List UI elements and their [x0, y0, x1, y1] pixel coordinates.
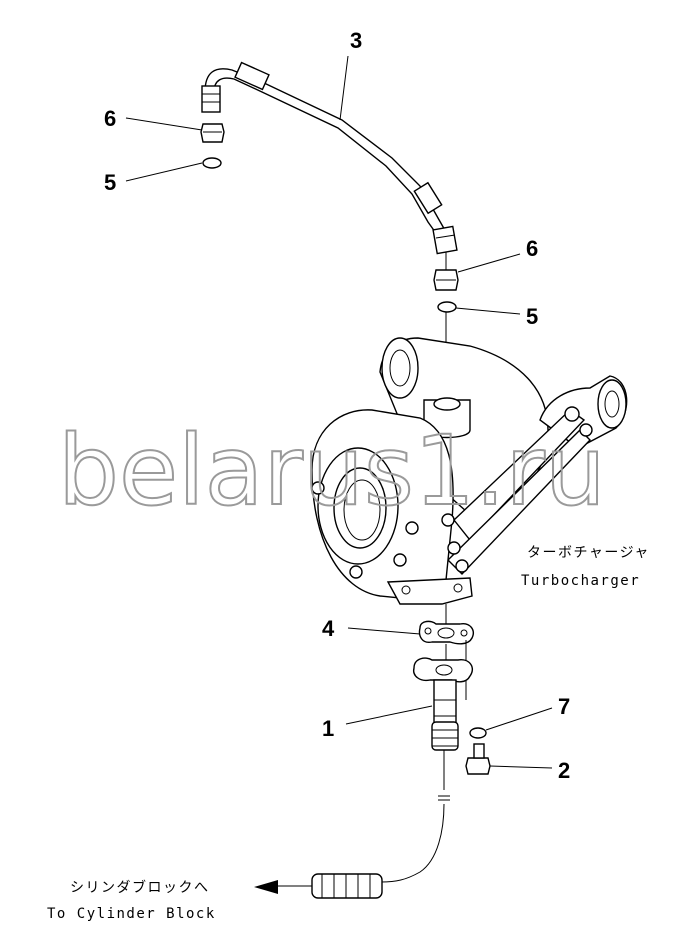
- bolt: [465, 743, 491, 775]
- adapter-fitting-left: [200, 123, 225, 143]
- callout-2: 2: [558, 758, 570, 783]
- cylinder-block-label-en: To Cylinder Block: [47, 906, 216, 922]
- o-ring-left: [202, 157, 222, 169]
- callout-5-left: 5: [104, 170, 116, 195]
- callout-7: 7: [558, 694, 570, 719]
- turbocharger-label-en: Turbocharger: [521, 573, 640, 589]
- callout-6-left: 6: [104, 106, 116, 131]
- oil-supply-tube: [201, 61, 458, 255]
- adapter-fitting-right: [433, 269, 459, 291]
- washer: [469, 727, 487, 739]
- turbocharger-label-jp: ターボチャージャ: [527, 545, 650, 561]
- callout-3: 3: [350, 28, 362, 53]
- watermark: belarus1.ru: [58, 415, 606, 527]
- callout-4: 4: [322, 616, 335, 641]
- arrow-left-icon: [254, 880, 278, 894]
- callout-6-right: 6: [526, 236, 538, 261]
- callout-5-right: 5: [526, 304, 538, 329]
- o-ring-right: [437, 301, 457, 313]
- oil-drain-tube: [254, 657, 474, 899]
- cylinder-block-label-jp: シリンダブロックへ: [70, 879, 210, 896]
- turbocharger: [311, 337, 628, 605]
- callout-1: 1: [322, 716, 334, 741]
- gasket: [418, 620, 474, 645]
